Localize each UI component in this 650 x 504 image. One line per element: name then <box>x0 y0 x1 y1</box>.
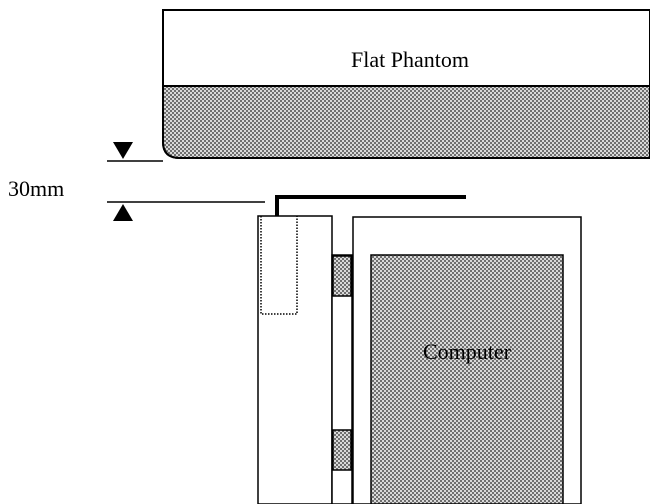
down-arrow-icon <box>113 142 133 159</box>
phantom-label: Flat Phantom <box>351 47 469 72</box>
sensor-outline <box>260 216 298 315</box>
detector-board <box>257 195 466 504</box>
connector-strip <box>331 254 353 504</box>
sensor-cable <box>275 195 466 216</box>
up-arrow-icon <box>113 204 133 221</box>
computer-label: Computer <box>423 339 512 364</box>
connector-top <box>332 255 352 297</box>
gap-label: 30mm <box>8 176 64 201</box>
phantom-shaded-base <box>162 85 650 159</box>
sensor-board <box>257 215 333 504</box>
flat-phantom: Flat Phantom <box>162 9 650 159</box>
gap-dimension: 30mm <box>8 142 265 221</box>
computer-inner-panel <box>370 254 564 504</box>
connector-bottom <box>332 429 352 471</box>
computer-unit: Computer <box>352 216 582 504</box>
